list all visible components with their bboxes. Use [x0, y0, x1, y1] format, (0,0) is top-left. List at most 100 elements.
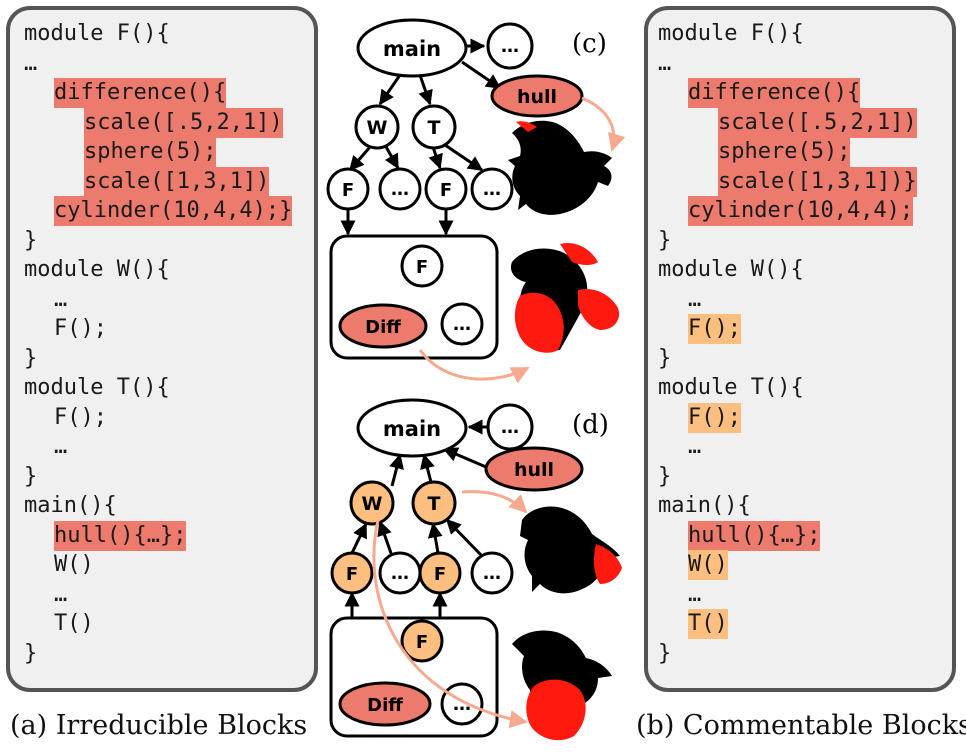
- b-code-line: }: [658, 345, 672, 371]
- a-code-line: F();: [54, 316, 107, 341]
- a-code-line: sphere(5);: [84, 137, 217, 167]
- a-code-line: W(): [54, 552, 94, 577]
- b-code-line: hull(){…};: [688, 520, 821, 551]
- a-code-line: …: [54, 434, 68, 459]
- node-t-d-label: T: [428, 493, 441, 515]
- node-main-d: [356, 398, 468, 458]
- a-code-line: F();: [54, 404, 107, 430]
- a-code-line: hull(){…};: [54, 520, 187, 551]
- node-main-c-label: main: [383, 37, 441, 61]
- caption-a: (a) Irreducible Blocks: [10, 710, 308, 741]
- diagram-c: (c) main … hull W T F …: [326, 18, 626, 384]
- node-f-c2-label: F: [440, 180, 452, 201]
- node-w-c: [354, 104, 400, 150]
- node-ellipsis-c3: [470, 167, 514, 211]
- a-code-line: …: [54, 286, 68, 312]
- b-code-line: module T(){: [658, 375, 804, 400]
- a-code-line: cylinder(10,4,4);}: [54, 196, 293, 226]
- a-code-line: }: [24, 640, 38, 666]
- node-main-d-label: main: [383, 417, 441, 441]
- node-f-d1: [330, 551, 374, 595]
- node-f-d3: [400, 619, 444, 663]
- node-t-c-label: T: [428, 117, 441, 139]
- a-code-line: scale([.5,2,1]): [84, 107, 283, 138]
- b-code-line: …: [688, 581, 702, 607]
- node-hull-c: [490, 74, 584, 118]
- b-code-line: scale([.5,2,1]): [718, 107, 917, 138]
- a-code-line: difference(){: [54, 78, 227, 108]
- b-code-line: W(): [688, 550, 728, 580]
- a-code-line: }: [24, 345, 38, 371]
- node-t-c: [411, 104, 457, 150]
- b-code-line: cylinder(10,4,4);: [688, 196, 914, 226]
- a-code-line: T(): [54, 611, 94, 636]
- node-f-c1-label: F: [342, 180, 354, 201]
- b-code-line: module F(){: [658, 21, 804, 46]
- node-w-c-label: W: [367, 117, 388, 139]
- node-ellipsis-c1-label: …: [501, 36, 519, 57]
- b-code-line: …: [658, 50, 672, 76]
- a-code-line: scale([1,3,1]): [84, 166, 270, 197]
- a-code-line: module F(){: [24, 21, 170, 46]
- node-hull-d: [484, 446, 584, 492]
- b-code-line: …: [688, 286, 702, 312]
- node-f-c2: [424, 167, 468, 211]
- node-diff-c-label: Diff: [365, 317, 401, 338]
- node-f-c3: [400, 244, 444, 288]
- b-code-line: }: [658, 463, 672, 489]
- node-hull-d-label: hull: [514, 459, 554, 481]
- b-code-line: T(): [688, 609, 728, 639]
- node-ellipsis-d1: [486, 403, 534, 451]
- node-ellipsis-c2: [378, 167, 422, 211]
- node-ellipsis-c2-label: …: [391, 179, 409, 200]
- node-f-c1: [326, 167, 370, 211]
- bird-hull-black-icon: [508, 120, 612, 215]
- b-code-line: F();: [688, 402, 741, 433]
- node-ellipsis-c4: [440, 302, 484, 346]
- node-ellipsis-d3-label: …: [483, 563, 501, 584]
- b-code-line: scale([1,3,1])}: [718, 166, 917, 197]
- bird-red-wings-icon: [510, 242, 620, 353]
- a-code-line: main(){: [24, 493, 117, 518]
- node-t-d: [411, 480, 457, 526]
- b-code-line: F();: [688, 314, 741, 344]
- node-hull-c-label: hull: [517, 86, 557, 108]
- bird-red-tail-icon: [520, 506, 622, 594]
- b-code-line: }: [658, 227, 672, 253]
- a-code-line: module W(){: [24, 257, 170, 282]
- node-ellipsis-c1: [486, 22, 534, 70]
- node-f-d3-label: F: [416, 632, 428, 653]
- node-diff-d-label: Diff: [367, 695, 403, 716]
- b-code-line: sphere(5);: [718, 137, 851, 167]
- node-diff-d: [338, 681, 432, 727]
- node-ellipsis-d3: [470, 551, 514, 595]
- node-ellipsis-c3-label: …: [483, 179, 501, 200]
- b-code-line: difference(){: [688, 78, 861, 108]
- diagram-c-label: (c): [572, 29, 607, 59]
- node-w-d-label: W: [362, 493, 383, 515]
- node-w-d: [349, 480, 395, 526]
- node-main-c: [356, 18, 468, 78]
- node-f-c3-label: F: [416, 257, 428, 278]
- node-ellipsis-d2-label: …: [391, 563, 409, 584]
- diagram-d: (d) main … hull W T F … F: [329, 398, 622, 741]
- b-code-line: }: [658, 640, 672, 666]
- diagram-d-label: (d): [572, 410, 609, 440]
- b-code-line: …: [688, 434, 702, 459]
- a-code-line: module T(){: [24, 375, 170, 400]
- b-code-line: module W(){: [658, 257, 804, 282]
- node-diff-c: [338, 303, 428, 349]
- a-code-line: }: [24, 463, 38, 489]
- b-code-line: main(){: [658, 493, 751, 518]
- node-f-d2: [418, 551, 462, 595]
- node-f-d2-label: F: [434, 564, 446, 585]
- caption-b: (b) Commentable Blocks: [636, 710, 966, 741]
- a-code-line: …: [54, 581, 68, 607]
- a-code-line: …: [24, 50, 38, 76]
- node-ellipsis-d1-label: …: [501, 417, 519, 438]
- bird-red-belly-icon: [512, 630, 612, 741]
- node-f-d1-label: F: [346, 564, 358, 585]
- node-ellipsis-c4-label: …: [453, 314, 471, 335]
- a-code-line: }: [24, 227, 38, 253]
